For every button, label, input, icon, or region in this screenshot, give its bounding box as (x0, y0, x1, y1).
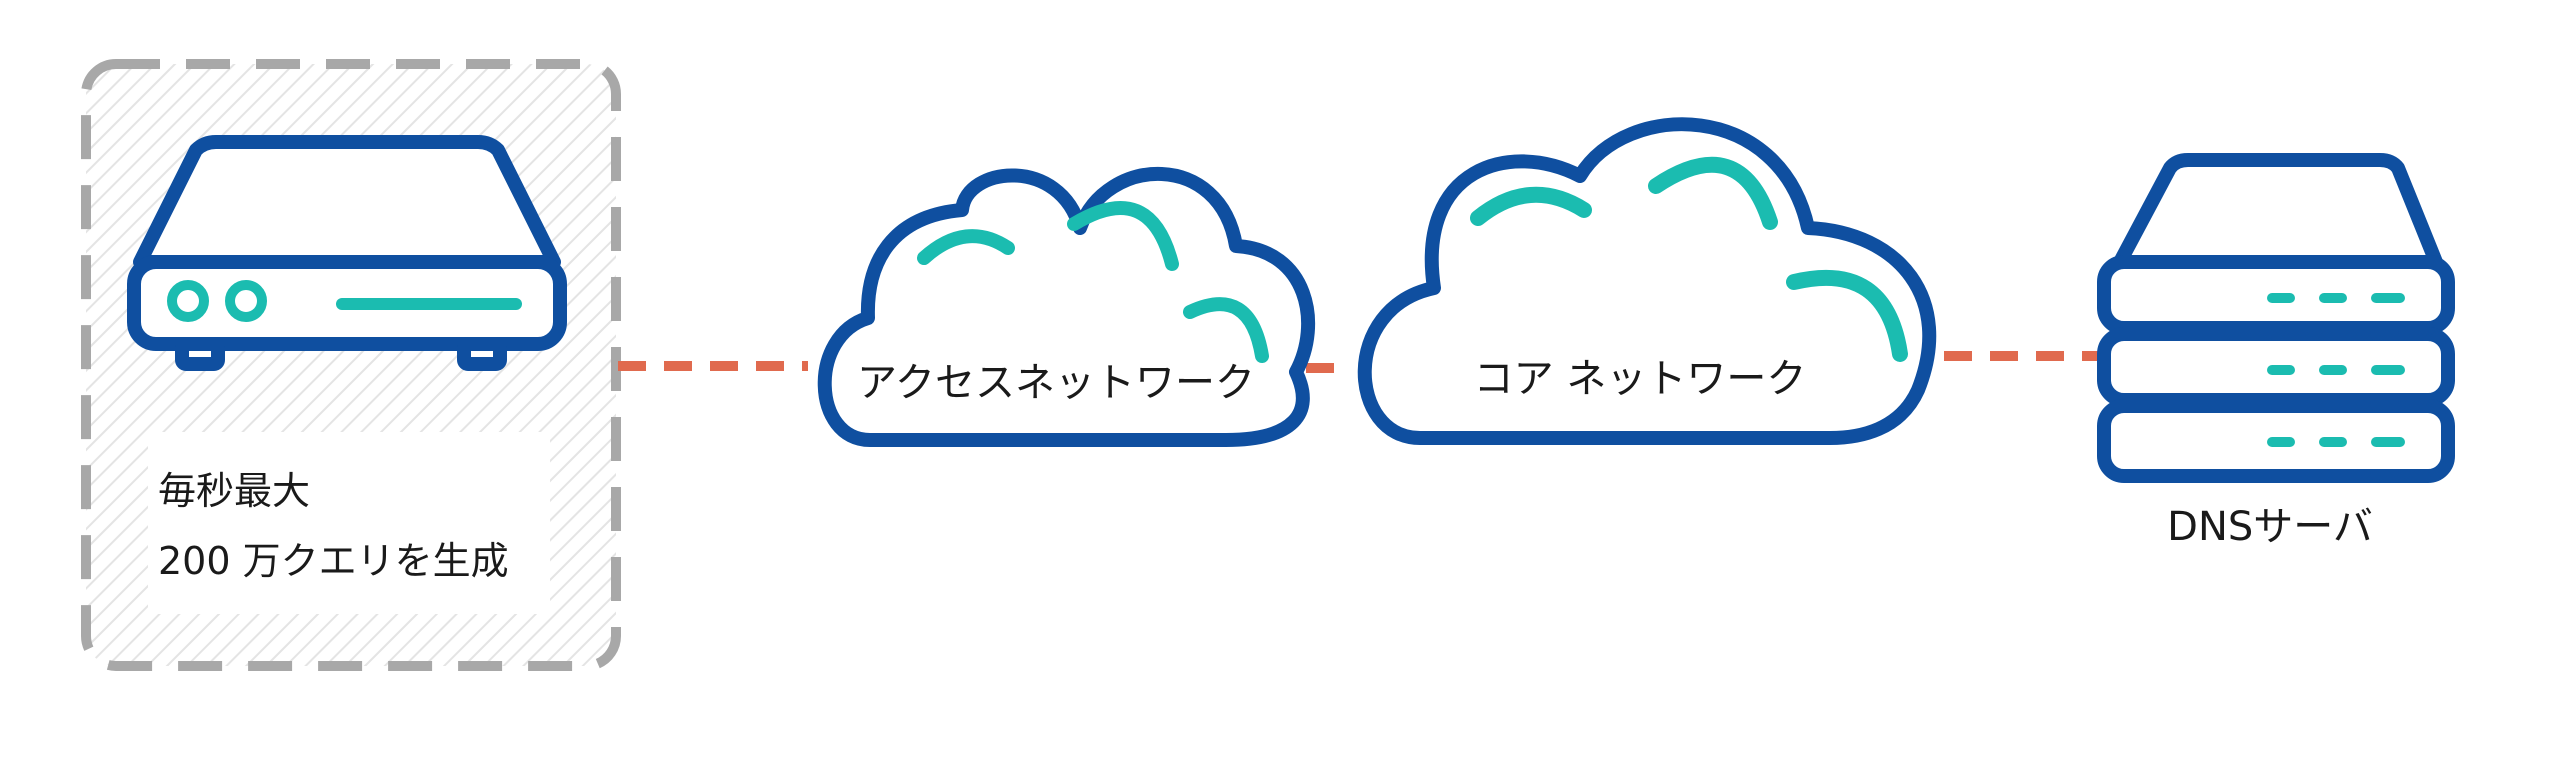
connectors (618, 351, 2102, 373)
client-note: 毎秒最大 200 万クエリを生成 (148, 432, 550, 614)
client-note-line1: 毎秒最大 (158, 469, 311, 513)
access-network-label: アクセスネットワーク (857, 360, 1255, 406)
server-rack-icon (2097, 153, 2455, 483)
dns-server-label: DNSサーバ (2167, 504, 2373, 550)
dns-server: DNSサーバ (2097, 153, 2455, 550)
access-network-cloud: アクセスネットワーク (817, 166, 1315, 447)
core-network-cloud: コア ネットワーク (1357, 117, 1937, 445)
core-network-label: コア ネットワーク (1474, 356, 1807, 402)
server-indicator-lights (2267, 293, 2405, 447)
client-note-line2: 200 万クエリを生成 (158, 539, 509, 583)
client-device-icon (127, 135, 567, 371)
client-device-lights (167, 280, 522, 322)
